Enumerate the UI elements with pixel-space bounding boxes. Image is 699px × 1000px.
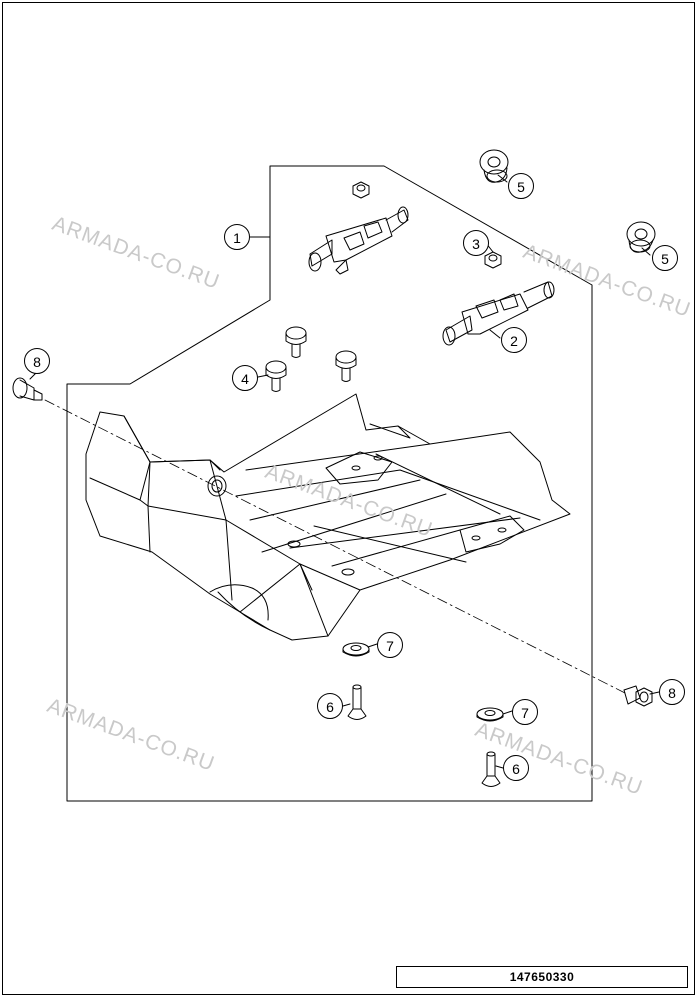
part-7-washer xyxy=(476,707,504,722)
kit-nut xyxy=(352,181,370,199)
callout-7: 7 xyxy=(377,632,403,658)
drawing-number-box: 147650330 xyxy=(396,966,688,988)
part-6-screw xyxy=(481,751,501,787)
part-4-stud xyxy=(335,350,357,382)
bolt-axis-line xyxy=(44,399,626,694)
drawing-number: 147650330 xyxy=(509,970,575,984)
callout-8: 8 xyxy=(659,679,685,705)
callout-6: 6 xyxy=(503,755,529,781)
callout-5: 5 xyxy=(652,245,678,271)
part-2-bracket xyxy=(442,281,555,346)
kit-bracket xyxy=(308,206,409,275)
part-8-bolt-left xyxy=(12,377,43,401)
callout-leader xyxy=(649,691,660,695)
part-6-screw xyxy=(347,684,367,720)
callout-leader xyxy=(489,329,501,339)
callout-3: 3 xyxy=(463,230,489,256)
callout-1: 1 xyxy=(224,224,250,250)
part-5-grommet-lower xyxy=(626,221,656,253)
callout-8: 8 xyxy=(24,348,50,374)
kit-boundary-line xyxy=(66,165,593,802)
part-7-washer xyxy=(342,642,370,657)
part-4-stud xyxy=(265,360,287,392)
callout-2: 2 xyxy=(501,327,527,353)
part-3-nut xyxy=(484,251,502,269)
callout-leader xyxy=(502,710,513,715)
skid-plate xyxy=(85,393,571,641)
callout-7: 7 xyxy=(512,699,538,725)
callout-leader xyxy=(342,703,351,707)
callout-6: 6 xyxy=(317,693,343,719)
part-8-bolt-right xyxy=(623,685,653,707)
callout-leader xyxy=(29,372,37,380)
part-4-stud xyxy=(285,326,307,358)
part-5-grommet-upper xyxy=(479,149,509,183)
callout-4: 4 xyxy=(232,365,258,391)
callout-leader xyxy=(641,247,651,256)
callout-leader xyxy=(495,765,504,769)
callout-leader xyxy=(367,643,378,648)
callout-5: 5 xyxy=(508,173,534,199)
